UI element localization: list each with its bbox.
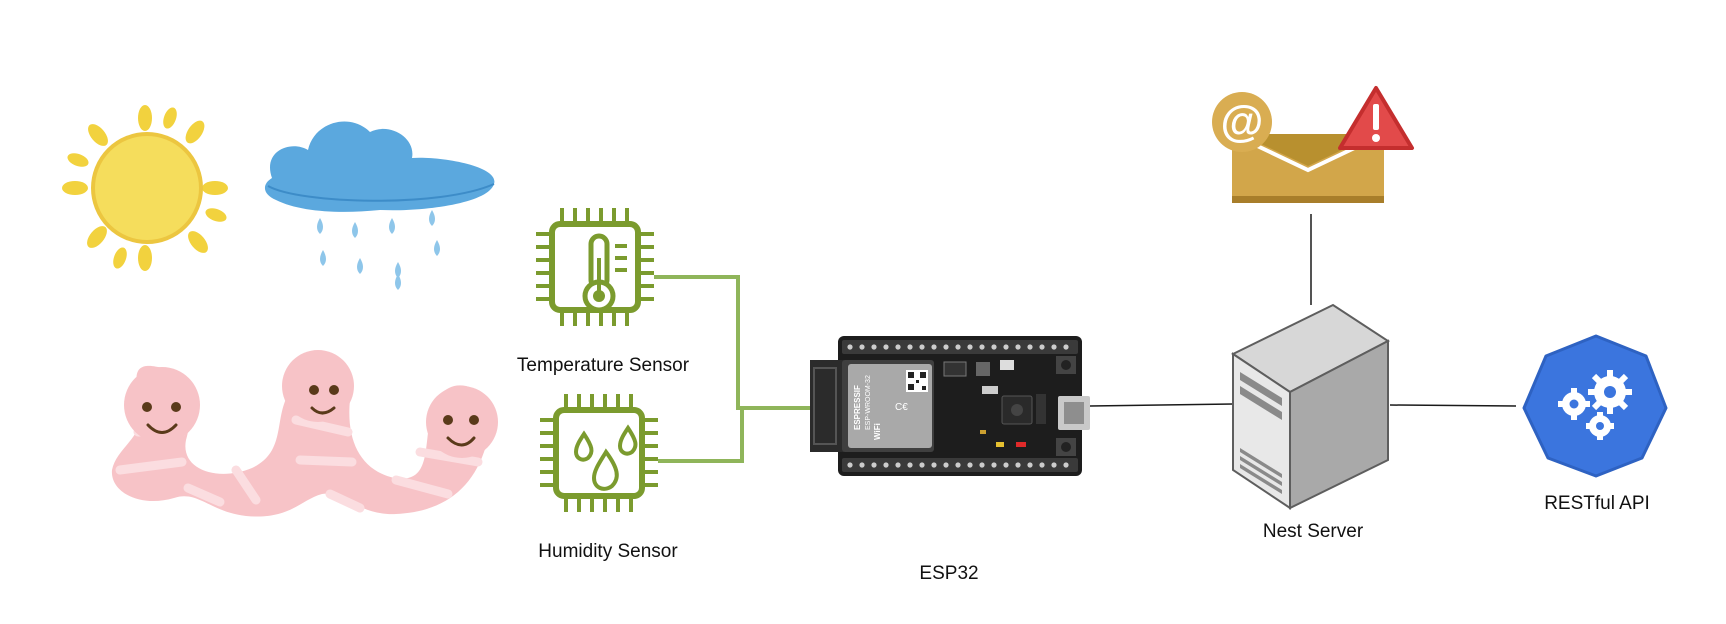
sensor-wires — [654, 275, 810, 463]
warning-icon — [1338, 86, 1414, 150]
humidity-sensor-label: Humidity Sensor — [538, 541, 678, 562]
esp32-server-link — [1089, 403, 1234, 407]
esp32-board: ESPRESSIF ESP-WROOM-32 WiFi C€ — [810, 336, 1090, 476]
email-alert-icon: @ — [1212, 86, 1414, 203]
api-gears-icon — [1522, 334, 1668, 478]
board-brand-text: ESPRESSIF — [853, 385, 862, 430]
rain-cloud-icon — [264, 121, 495, 290]
temperature-sensor-icon — [536, 208, 654, 326]
server-icon — [1230, 303, 1390, 510]
sun-icon — [62, 105, 228, 271]
restful-api-label: RESTful API — [1544, 493, 1650, 514]
earthworms-illustration — [111, 350, 498, 517]
esp32-label: ESP32 — [919, 563, 979, 584]
svg-text:@: @ — [1221, 97, 1264, 146]
humidity-sensor-icon — [540, 394, 658, 512]
svg-text:C€: C€ — [895, 402, 908, 413]
board-module-text: ESP-WROOM-32 — [865, 375, 872, 430]
nest-server-label: Nest Server — [1262, 521, 1364, 542]
temperature-sensor-label: Temperature Sensor — [516, 355, 690, 376]
server-api-link — [1389, 404, 1517, 407]
at-sign-icon: @ — [1212, 92, 1272, 152]
board-wifi-text: WiFi — [873, 423, 882, 440]
